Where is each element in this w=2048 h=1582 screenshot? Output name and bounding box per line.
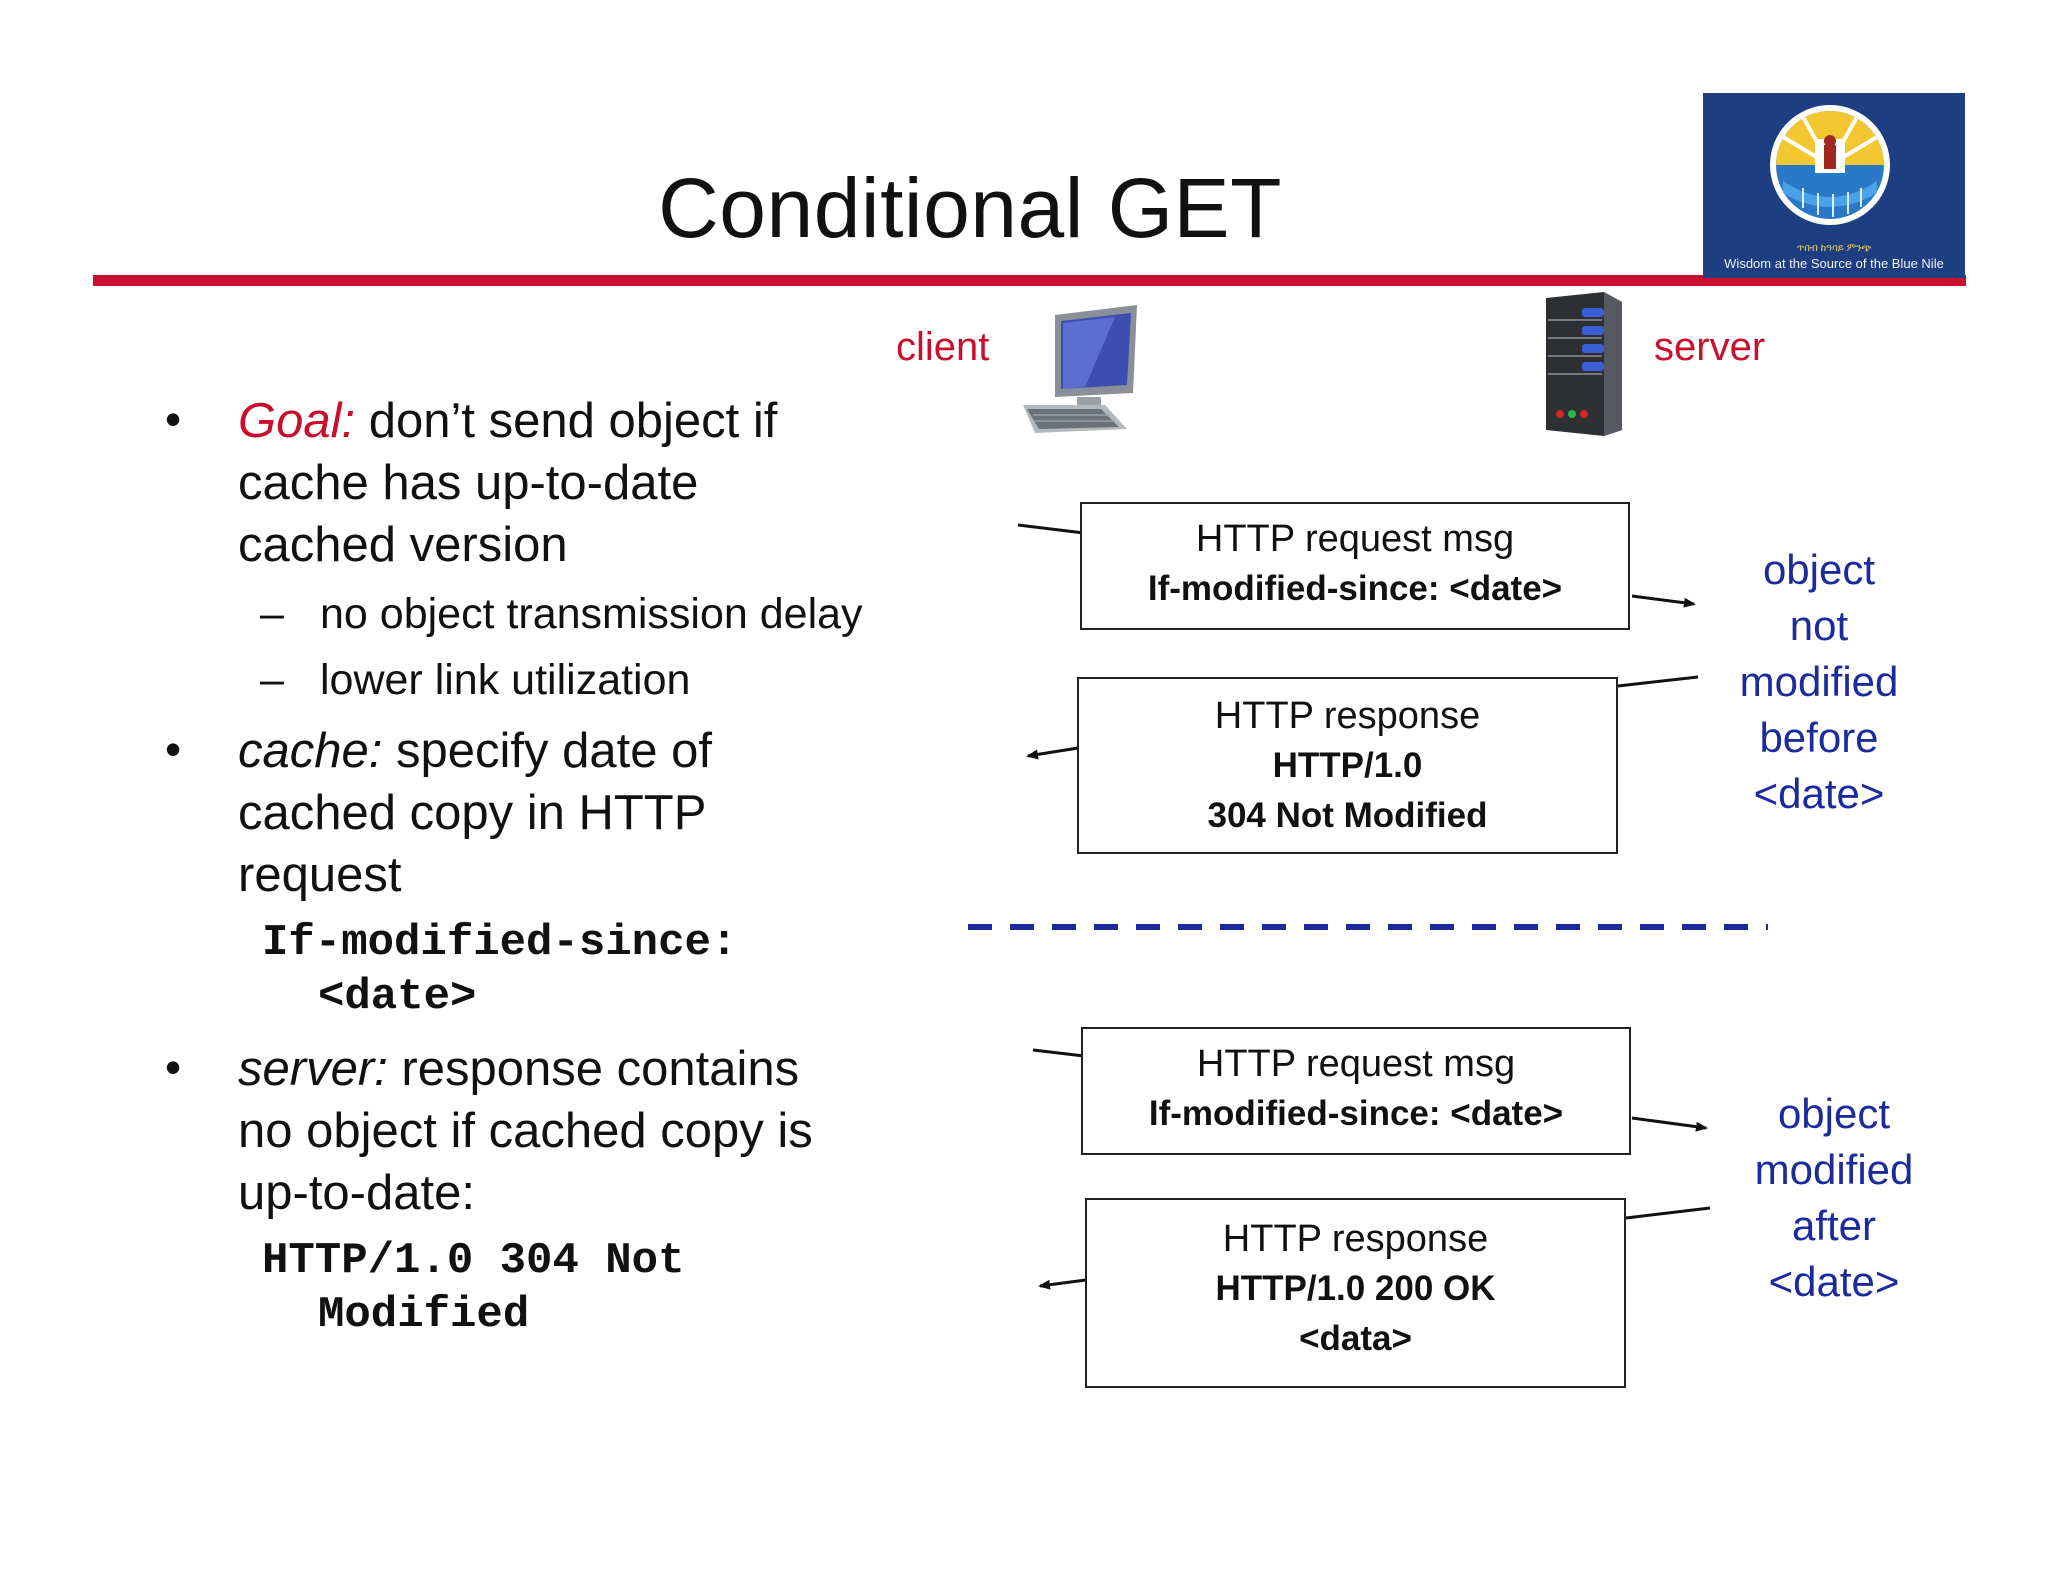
client-label: client: [896, 325, 990, 369]
response2-lead-line: [1625, 1206, 1711, 1220]
bullet-goal-line3: cached version: [238, 518, 568, 572]
client-computer-icon: [1023, 305, 1137, 433]
note-line: before: [1759, 714, 1879, 761]
note-line: <date>: [1768, 1258, 1900, 1305]
bullet-server-line1: server: response contains: [238, 1038, 799, 1100]
request-msg-title: HTTP request msg: [1195, 518, 1515, 560]
request-msg-header: If-modified-since: <date>: [1148, 1094, 1564, 1133]
note-line: object: [1777, 1090, 1891, 1137]
bullet-dot: •: [165, 723, 182, 775]
server-label: server: [1654, 325, 1766, 369]
cache-code-line1: If-modified-since:: [262, 918, 738, 968]
server-code-line1: HTTP/1.0 304 Not: [262, 1236, 685, 1286]
sub-dash: –: [260, 590, 284, 638]
request2-arrow: [1631, 1116, 1708, 1132]
request1-lead-line: [1017, 523, 1085, 535]
note-not-modified: object not modified before <date>: [1698, 542, 1940, 822]
title-underline: [93, 275, 1966, 286]
note-line: modified: [1739, 658, 1899, 705]
request-msg-box-1: HTTP request msg If-modified-since: <dat…: [1080, 502, 1630, 630]
request-msg-title: HTTP request msg: [1196, 1043, 1516, 1085]
server-text-1: response contains: [401, 1042, 800, 1096]
goal-lead: Goal:: [238, 394, 356, 448]
note-line: modified: [1754, 1146, 1914, 1193]
sub-bullet-no-delay: no object transmission delay: [320, 590, 863, 638]
note-line: after: [1791, 1202, 1877, 1249]
response-data: <data>: [1299, 1319, 1412, 1358]
response-msg-title: HTTP response: [1214, 695, 1481, 737]
sub-dash: –: [260, 656, 284, 704]
bullet-dot: •: [165, 1041, 182, 1093]
request-msg-box-2: HTTP request msg If-modified-since: <dat…: [1081, 1027, 1631, 1155]
request-msg-header: If-modified-since: <date>: [1147, 569, 1563, 608]
response-status-code: 304 Not Modified: [1207, 796, 1488, 835]
response-msg-box-1: HTTP response HTTP/1.0 304 Not Modified: [1077, 677, 1618, 854]
bullet-server-line3: up-to-date:: [238, 1166, 475, 1220]
server-lead: server:: [238, 1042, 388, 1096]
slide-title: Conditional GET: [658, 161, 1282, 255]
response2-arrow: [1038, 1278, 1087, 1290]
cache-code-line2: <date>: [318, 972, 477, 1022]
bullet-cache-line2: cached copy in HTTP: [238, 786, 707, 840]
response-status-line: HTTP/1.0 200 OK: [1215, 1269, 1496, 1308]
bullet-goal-line1: Goal: don’t send object if: [238, 390, 777, 452]
note-modified: object modified after <date>: [1720, 1086, 1948, 1310]
university-seal-icon: [1770, 105, 1890, 225]
server-tower-icon: [1546, 292, 1622, 436]
server-code-line2: Modified: [318, 1290, 530, 1340]
cache-lead: cache:: [238, 724, 383, 778]
sub-bullet-lower-utilization: lower link utilization: [320, 656, 691, 704]
logo-amharic-motto: ጥበብ ከዓባይ ምንጭ: [1796, 243, 1872, 254]
university-logo: ጥበብ ከዓባይ ምንጭ Wisdom at the Source of the…: [1703, 93, 1965, 278]
response-status-version: HTTP/1.0: [1272, 746, 1423, 785]
bullet-cache-line1: cache: specify date of: [238, 720, 712, 782]
goal-text-1: don’t send object if: [368, 394, 778, 448]
logo-caption: Wisdom at the Source of the Blue Nile: [1724, 256, 1944, 271]
bullet-cache-line3: request: [238, 848, 402, 902]
request1-arrow: [1631, 594, 1696, 608]
response1-lead-line: [1617, 675, 1699, 688]
request2-lead-line: [1032, 1048, 1085, 1058]
response-msg-box-2: HTTP response HTTP/1.0 200 OK <data>: [1085, 1198, 1626, 1388]
bullet-dot: •: [165, 393, 182, 445]
bullet-goal-line2: cache has up-to-date: [238, 456, 699, 510]
bullet-server-line2: no object if cached copy is: [238, 1104, 813, 1158]
note-line: not: [1789, 602, 1849, 649]
cache-text-1: specify date of: [396, 724, 712, 778]
note-line: <date>: [1753, 770, 1885, 817]
response-msg-title: HTTP response: [1222, 1218, 1489, 1260]
response1-arrow: [1026, 746, 1079, 760]
note-line: object: [1762, 546, 1876, 593]
